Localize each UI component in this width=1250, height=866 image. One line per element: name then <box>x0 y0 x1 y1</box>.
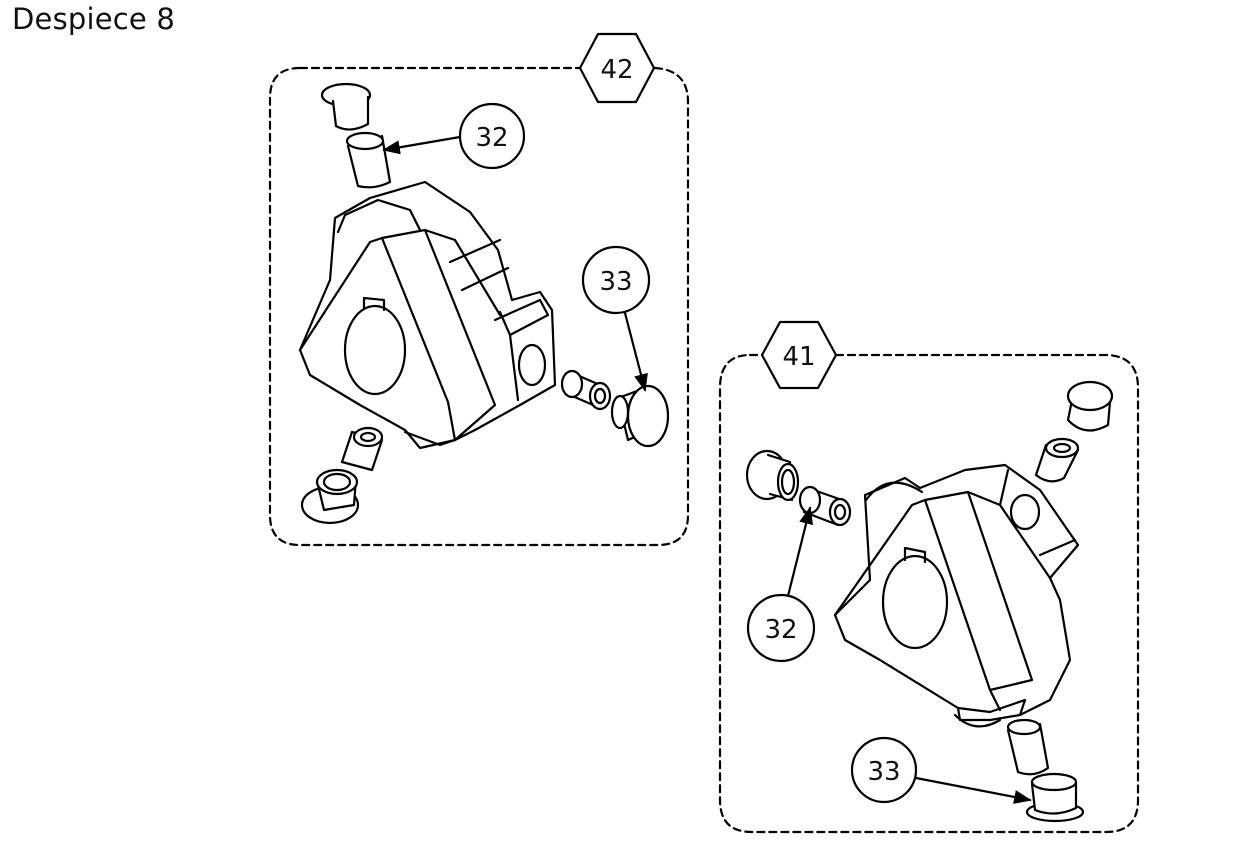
bushing <box>1006 718 1050 776</box>
callout-number: 32 <box>764 615 797 645</box>
assembly-boundary <box>718 353 1140 834</box>
assembly-boundary <box>268 66 690 547</box>
cam-body <box>833 463 1080 728</box>
assembly-label-42: 42 <box>578 32 656 104</box>
bushing <box>345 131 392 189</box>
bushing <box>1034 437 1080 483</box>
bushing-cap <box>745 449 800 502</box>
cam-body <box>298 180 557 450</box>
callout-number: 32 <box>475 123 508 153</box>
shaft-bore <box>343 304 407 396</box>
bushing-cap <box>1066 380 1114 432</box>
callout-32: 32 <box>746 506 816 663</box>
bushing-cap <box>320 82 372 131</box>
callout-33: 33 <box>581 245 651 392</box>
assembly-42: 42 <box>268 32 690 547</box>
bushing <box>340 426 384 472</box>
bushing-cap <box>1025 772 1085 823</box>
bushing-cap <box>610 384 670 448</box>
bushing <box>798 485 852 527</box>
assembly-number: 42 <box>600 55 633 85</box>
bushing <box>560 369 612 411</box>
assembly-number: 41 <box>782 342 815 372</box>
callout-number: 33 <box>599 267 632 297</box>
callout-33: 33 <box>850 736 1032 804</box>
shaft-bore <box>881 554 949 650</box>
assembly-label-41: 41 <box>760 320 838 390</box>
callout-number: 33 <box>867 757 900 787</box>
page-title: Despiece 8 <box>12 2 176 36</box>
assembly-41: 41 <box>718 320 1140 834</box>
callout-32: 32 <box>382 102 526 170</box>
bushing-cap <box>300 468 360 525</box>
